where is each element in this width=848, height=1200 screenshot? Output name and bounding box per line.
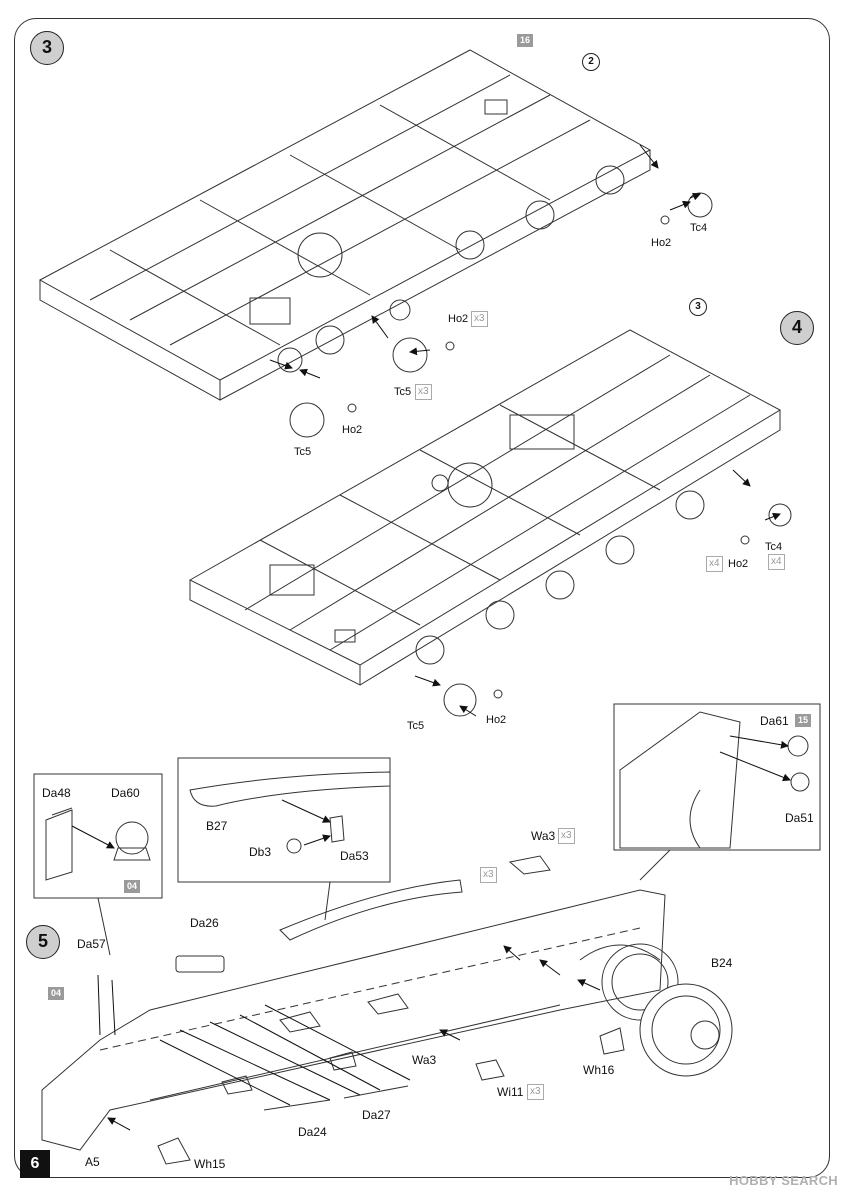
- part-number-2: 2: [582, 53, 600, 71]
- detail-box-left: [33, 773, 163, 899]
- label-da51: Da51: [785, 811, 814, 825]
- quantity-x4: x4: [706, 556, 723, 572]
- label-da60: Da60: [111, 786, 140, 800]
- chassis-step3: [38, 49, 652, 401]
- label-da61: Da61: [760, 714, 789, 728]
- arrows-step3: [269, 144, 701, 379]
- sheet-ref-tag: 04: [48, 987, 65, 1000]
- label-b27: B27: [206, 819, 228, 833]
- label-da24: Da24: [298, 1125, 327, 1139]
- label-tc5: Tc5: [294, 446, 312, 458]
- label-wh15: Wh15: [194, 1157, 226, 1171]
- sheet-ref-tag: 16: [517, 34, 534, 47]
- label-ho2: Ho2: [486, 714, 507, 726]
- detail-right-pointer: [639, 849, 671, 881]
- label-wh16: Wh16: [583, 1063, 615, 1077]
- detail-box-mid: [177, 757, 391, 883]
- label-tc4: Tc4: [765, 541, 783, 553]
- suspension-parts-step4: [443, 503, 792, 717]
- idler-wheel-b24: [639, 983, 733, 1077]
- quantity-x3: x3: [558, 828, 575, 844]
- label-db3: Db3: [249, 845, 272, 859]
- label-a5: A5: [85, 1155, 100, 1169]
- label-wa3: Wa3: [531, 829, 556, 843]
- label-da57: Da57: [77, 937, 106, 951]
- page-number: 6: [20, 1150, 50, 1178]
- step-5-circle: 5: [26, 925, 60, 959]
- page-frame: [14, 18, 830, 1178]
- label-b24: B24: [711, 956, 733, 970]
- detail-left-pointer: [97, 897, 111, 956]
- detail-mid-pointer: [324, 881, 331, 921]
- label-wa3: Wa3: [412, 1053, 437, 1067]
- leader-lines-step5: [97, 974, 411, 1106]
- quantity-x3: x3: [480, 867, 497, 883]
- detail-box-right: [613, 703, 821, 851]
- quantity-x3: x3: [415, 384, 432, 400]
- label-tc4: Tc4: [690, 222, 708, 234]
- part-number-3: 3: [689, 298, 707, 316]
- step-4-circle: 4: [780, 311, 814, 345]
- label-tc5: Tc5: [407, 720, 425, 732]
- label-tc5: Tc5: [394, 386, 412, 398]
- chassis-step4: [188, 329, 782, 686]
- arrows-step4: [414, 469, 781, 717]
- label-da27: Da27: [362, 1108, 391, 1122]
- sheet-ref-tag: 04: [124, 880, 141, 893]
- fender-parts: [157, 855, 625, 1165]
- quantity-x3: x3: [527, 1084, 544, 1100]
- label-ho2: Ho2: [651, 237, 672, 249]
- label-da53: Da53: [340, 849, 369, 863]
- detail-mid-parts: [189, 771, 391, 854]
- label-ho2: Ho2: [342, 424, 363, 436]
- side-panel-a5: [41, 889, 679, 1151]
- quantity-x4: x4: [768, 554, 785, 570]
- arrows-step5: [107, 945, 601, 1131]
- label-ho2: Ho2: [448, 313, 469, 325]
- sheet-ref-tag: 15: [795, 714, 812, 727]
- label-wi11: Wi11: [497, 1085, 524, 1099]
- detail-right-parts: [619, 711, 810, 849]
- detail-left-parts: [45, 807, 151, 881]
- label-ho2: Ho2: [728, 558, 749, 570]
- watermark: HOBBY SEARCH: [729, 1173, 838, 1188]
- quantity-x3: x3: [471, 311, 488, 327]
- label-da26: Da26: [190, 916, 219, 930]
- step-3-circle: 3: [30, 31, 64, 65]
- label-da48: Da48: [42, 786, 71, 800]
